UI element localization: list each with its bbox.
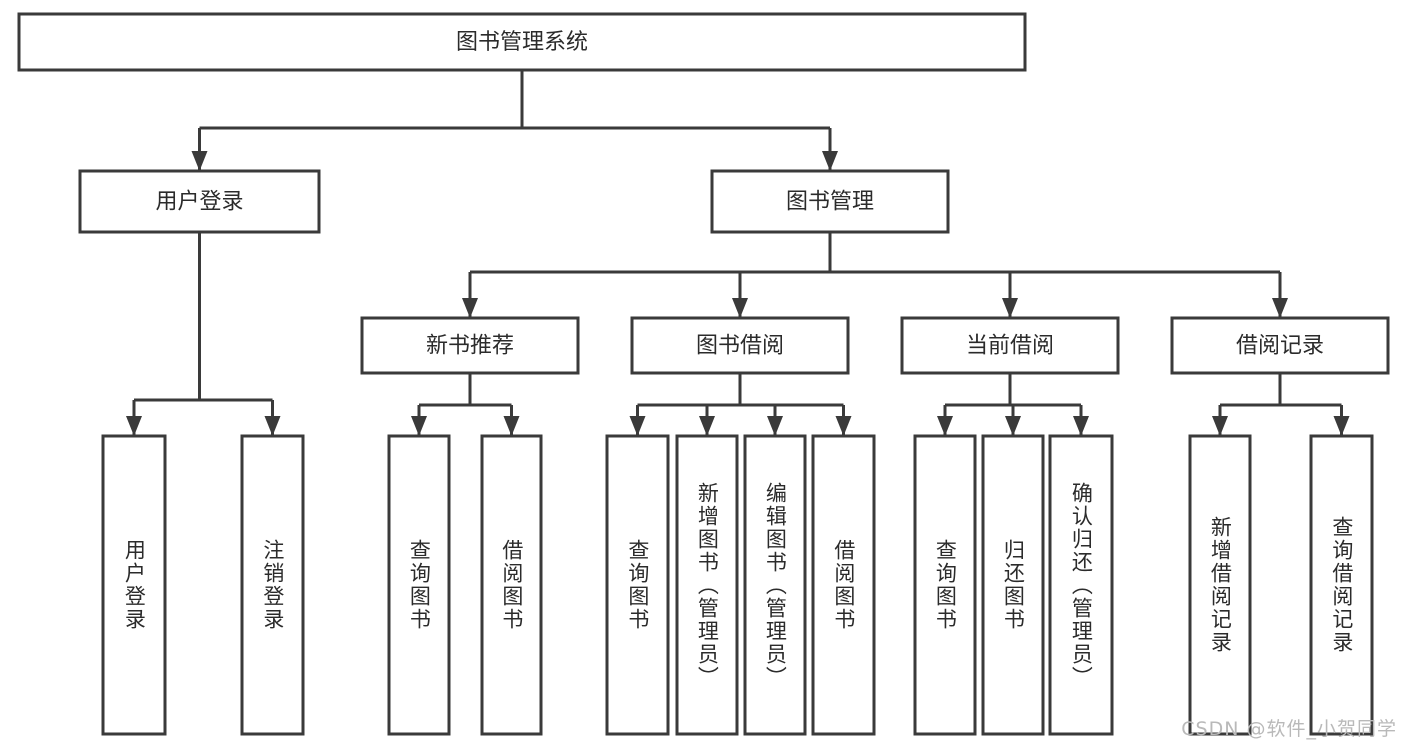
arrow-head-icon [126,416,142,436]
arrow-head-icon [937,416,953,436]
node-box-login[interactable] [78,169,321,234]
arrow-head-icon [1272,298,1288,318]
node-box-leaf-borrow-add[interactable] [675,434,739,736]
node-box-root[interactable] [17,12,1027,72]
csdn-watermark: CSDN @软件_小贺同学 [1181,718,1397,740]
arrow-head-icon [699,416,715,436]
node-box-leaf-borrow-lend[interactable] [811,434,876,736]
node-label-borrow: 图书借阅 [696,334,784,359]
node-box-leaf-borrow-edit[interactable] [743,434,807,736]
node-box-leaf-current-query[interactable] [913,434,977,736]
node-box-leaf-record-add[interactable] [1188,434,1252,736]
node-box-leaf-record-query[interactable] [1309,434,1374,736]
node-label-bookmgmt: 图书管理 [786,190,874,215]
node-label-records: 借阅记录 [1236,334,1324,359]
node-box-leaf-user-logout[interactable] [240,434,305,736]
arrow-head-icon [629,416,646,436]
node-label-newbook: 新书推荐 [426,334,514,359]
node-box-leaf-user-login[interactable] [101,434,167,736]
node-box-leaf-new-borrow[interactable] [480,434,543,736]
arrow-head-icon [767,416,783,436]
arrow-head-icon [462,298,478,318]
arrow-head-icon [1212,416,1228,436]
node-box-current[interactable] [900,316,1120,375]
arrow-head-icon [1005,416,1021,436]
node-box-leaf-new-query[interactable] [387,434,451,736]
arrow-head-icon [1002,298,1018,318]
node-box-newbook[interactable] [360,316,580,375]
node-box-borrow[interactable] [630,316,850,375]
arrow-head-icon [264,416,281,436]
arrow-head-icon [1073,416,1089,436]
node-box-leaf-borrow-query[interactable] [605,434,670,736]
node-label-current: 当前借阅 [966,334,1054,359]
arrow-head-icon [732,298,748,318]
node-box-leaf-current-return[interactable] [981,434,1045,736]
node-label-login: 用户登录 [155,190,243,215]
node-box-records[interactable] [1170,316,1390,375]
arrow-head-icon [822,151,838,171]
arrow-head-icon [503,416,520,436]
node-label-root: 图书管理系统 [456,30,588,55]
arrow-head-icon [411,416,427,436]
connectors-layer [126,70,1350,436]
node-box-bookmgmt[interactable] [710,169,950,234]
arrow-head-icon [835,416,852,436]
nodes-layer [17,12,1390,736]
node-box-leaf-current-confirm[interactable] [1048,434,1114,736]
arrow-head-icon [1333,416,1350,436]
arrow-head-icon [191,151,208,171]
